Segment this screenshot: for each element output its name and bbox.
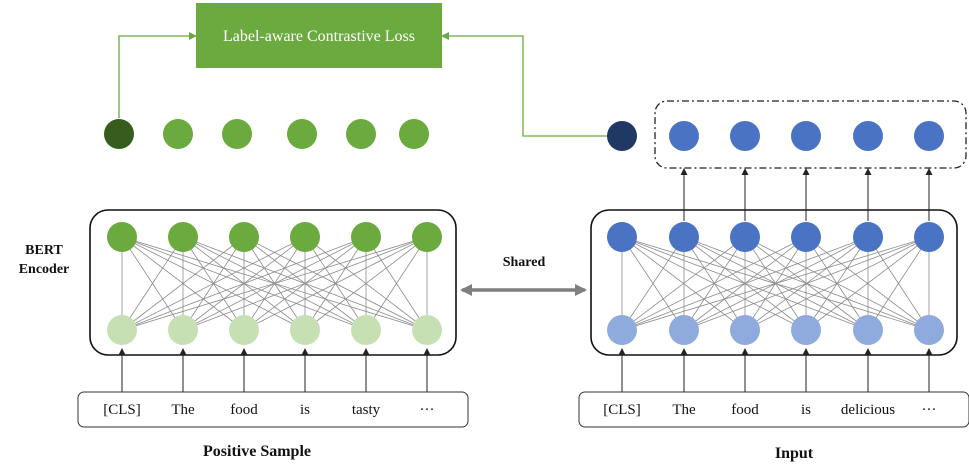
token-label: is <box>801 402 811 418</box>
token-label: food <box>731 402 759 418</box>
output-selection-box <box>654 100 967 169</box>
token-label: ··· <box>420 402 435 418</box>
encoder-node <box>853 222 883 252</box>
embedding-node <box>669 315 699 345</box>
encoder-edge <box>121 236 245 331</box>
right-token-box <box>578 391 969 428</box>
output-node <box>669 121 699 151</box>
encoder-edge <box>121 236 306 331</box>
right-output-arrows <box>680 168 933 221</box>
encoder-edge <box>621 236 869 331</box>
left-output-nodes <box>104 119 429 149</box>
encoder-node <box>351 222 381 252</box>
token-label: The <box>672 402 696 418</box>
right-caption: Input <box>775 445 814 462</box>
loss-box-label: Label-aware Contrastive Loss <box>223 28 415 45</box>
encoder-edge <box>621 236 930 331</box>
output-node <box>791 121 821 151</box>
output-node <box>222 119 252 149</box>
encoder-edge <box>805 236 930 331</box>
left-encoder-bottom-nodes <box>107 315 442 345</box>
output-node <box>399 119 429 149</box>
encoder-node <box>412 222 442 252</box>
token-label: [CLS] <box>103 402 141 418</box>
encoder-edge <box>621 236 746 331</box>
right-encoder-top-nodes <box>607 222 944 252</box>
encoder-edge <box>621 236 807 331</box>
token-label: ··· <box>922 402 937 418</box>
left-token-labels: [CLS] The food is tasty ··· <box>103 402 434 418</box>
encoder-edge <box>683 236 930 331</box>
left-encoder-top-nodes <box>107 222 442 252</box>
encoder-node <box>914 222 944 252</box>
encoder-edge <box>182 236 428 331</box>
connector-left-to-loss <box>118 32 197 118</box>
encoder-node <box>607 222 637 252</box>
output-node <box>607 121 637 151</box>
embedding-node <box>290 315 320 345</box>
right-encoder-box <box>590 209 958 356</box>
embedding-node <box>730 315 760 345</box>
embedding-node <box>107 315 137 345</box>
encoder-node <box>168 222 198 252</box>
shared-label: Shared <box>503 255 546 270</box>
token-label: food <box>230 402 258 418</box>
encoder-edge <box>243 236 428 331</box>
left-token-arrows <box>118 348 431 392</box>
embedding-node <box>351 315 381 345</box>
right-token-labels: [CLS] The food is delicious ··· <box>603 402 936 418</box>
encoder-edge <box>121 236 184 331</box>
output-node <box>287 119 317 149</box>
encoder-edge <box>121 236 367 331</box>
encoder-edge <box>365 236 428 331</box>
left-encoder-box <box>89 209 457 356</box>
token-label: is <box>300 402 310 418</box>
embedding-node <box>914 315 944 345</box>
embedding-node <box>168 315 198 345</box>
embedding-node <box>412 315 442 345</box>
encoder-edge <box>304 236 428 331</box>
output-node <box>163 119 193 149</box>
encoder-node <box>669 222 699 252</box>
right-encoder-edges <box>621 236 930 331</box>
loss-box <box>196 3 442 68</box>
left-token-box <box>77 391 469 428</box>
encoder-node <box>290 222 320 252</box>
token-label: delicious <box>841 402 895 418</box>
encoder-edge <box>121 236 428 331</box>
encoder-node <box>107 222 137 252</box>
right-encoder-bottom-nodes <box>607 315 944 345</box>
output-node <box>853 121 883 151</box>
encoder-edge <box>621 236 685 331</box>
output-node <box>346 119 376 149</box>
encoder-node <box>791 222 821 252</box>
encoder-node <box>730 222 760 252</box>
left-encoder-edges <box>121 236 428 331</box>
token-label: tasty <box>352 402 381 418</box>
encoder-edge <box>744 236 930 331</box>
right-output-nodes <box>607 121 944 151</box>
right-token-arrows <box>618 348 933 392</box>
embedding-node <box>853 315 883 345</box>
output-node <box>104 119 134 149</box>
left-caption: Positive Sample <box>203 443 311 460</box>
embedding-node <box>607 315 637 345</box>
encoder-node <box>229 222 259 252</box>
token-label: [CLS] <box>603 402 641 418</box>
embedding-node <box>229 315 259 345</box>
encoder-label-line2: Encoder <box>19 262 70 277</box>
token-label: The <box>171 402 195 418</box>
connector-right-to-loss <box>441 32 622 137</box>
encoder-label-line1: BERT <box>25 243 63 258</box>
embedding-node <box>791 315 821 345</box>
output-node <box>730 121 760 151</box>
output-node <box>914 121 944 151</box>
encoder-edge <box>867 236 930 331</box>
